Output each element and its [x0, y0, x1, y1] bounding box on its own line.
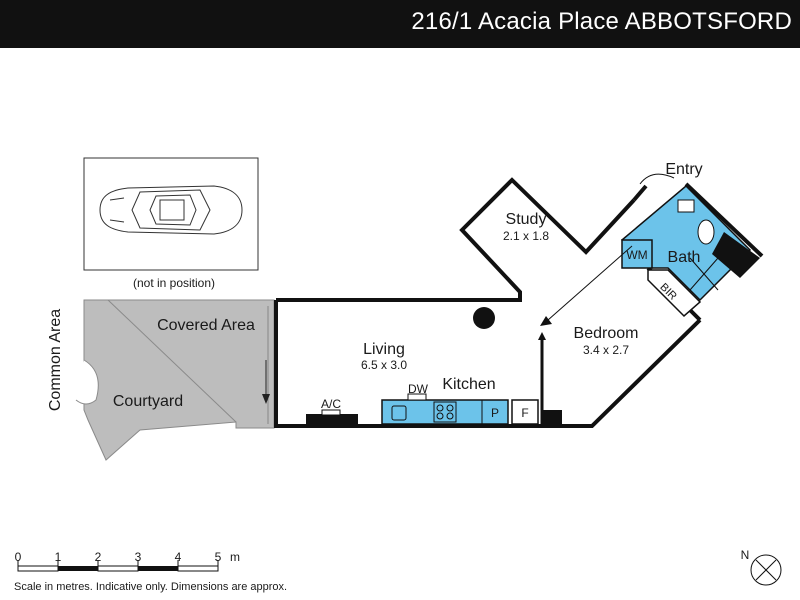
door-arrow-head — [262, 394, 270, 404]
fridge-box — [511, 399, 539, 425]
bath-label: Bath — [668, 249, 701, 266]
covered-area-label: Covered Area — [157, 317, 255, 334]
scale-tick-5: 5 — [215, 550, 222, 564]
cooktop-icon — [433, 401, 457, 423]
compass-north-label: N — [741, 548, 750, 562]
wall-block — [542, 410, 562, 426]
bath-area — [620, 184, 760, 302]
ac-unit — [306, 414, 358, 426]
column — [473, 307, 495, 329]
bath-dark-block — [712, 232, 760, 278]
bir-cupboard — [647, 269, 702, 318]
ac-label: A/C — [321, 397, 341, 411]
toilet-icon — [697, 219, 715, 245]
fridge-label: F — [521, 406, 528, 420]
sink-icon — [391, 405, 407, 421]
dw-label: DW — [408, 382, 429, 396]
entry-label: Entry — [665, 161, 702, 178]
bedroom-dims: 3.4 x 2.7 — [583, 343, 629, 357]
outdoor-area — [75, 299, 275, 461]
dw-icon — [407, 393, 427, 401]
kitchen-bench — [381, 393, 562, 426]
scale-tick-4: 4 — [175, 550, 182, 564]
header-bar: 216/1 Acacia Place ABBOTSFORD — [0, 0, 800, 48]
compass-icon: N — [741, 548, 782, 586]
study-label: Study — [506, 211, 547, 228]
scale-bar: 0 1 2 3 4 5 m Scale in metres. Indicativ… — [14, 550, 287, 593]
car-space-outline — [83, 157, 259, 271]
scale-tick-1: 1 — [55, 550, 62, 564]
scale-unit: m — [230, 550, 240, 564]
scale-note: Scale in metres. Indicative only. Dimens… — [14, 581, 287, 593]
entry-door-swing — [639, 173, 675, 185]
car-caption: (not in position) — [133, 276, 215, 290]
wm-box — [621, 239, 653, 269]
common-area-label: Common Area — [47, 309, 64, 411]
courtyard-cutout — [75, 359, 99, 405]
living-label: Living — [363, 341, 405, 358]
study-dims: 2.1 x 1.8 — [503, 229, 549, 243]
pantry-label: P — [491, 406, 499, 420]
car-space: (not in position) — [83, 157, 259, 290]
courtyard-label: Courtyard — [113, 393, 183, 410]
covered-area-line — [107, 299, 237, 423]
basin-icon — [677, 199, 695, 213]
property-address-title: 216/1 Acacia Place ABBOTSFORD — [411, 8, 792, 35]
wm-label: WM — [626, 248, 647, 262]
kitchen-label: Kitchen — [442, 376, 495, 393]
bedroom-label: Bedroom — [574, 325, 639, 342]
scale-tick-2: 2 — [95, 550, 102, 564]
bedroom-diagonal-arrow — [547, 245, 633, 321]
living-dims: 6.5 x 3.0 — [361, 358, 407, 372]
scale-tick-0: 0 — [15, 550, 22, 564]
scale-tick-3: 3 — [135, 550, 142, 564]
car-icon — [99, 185, 243, 235]
